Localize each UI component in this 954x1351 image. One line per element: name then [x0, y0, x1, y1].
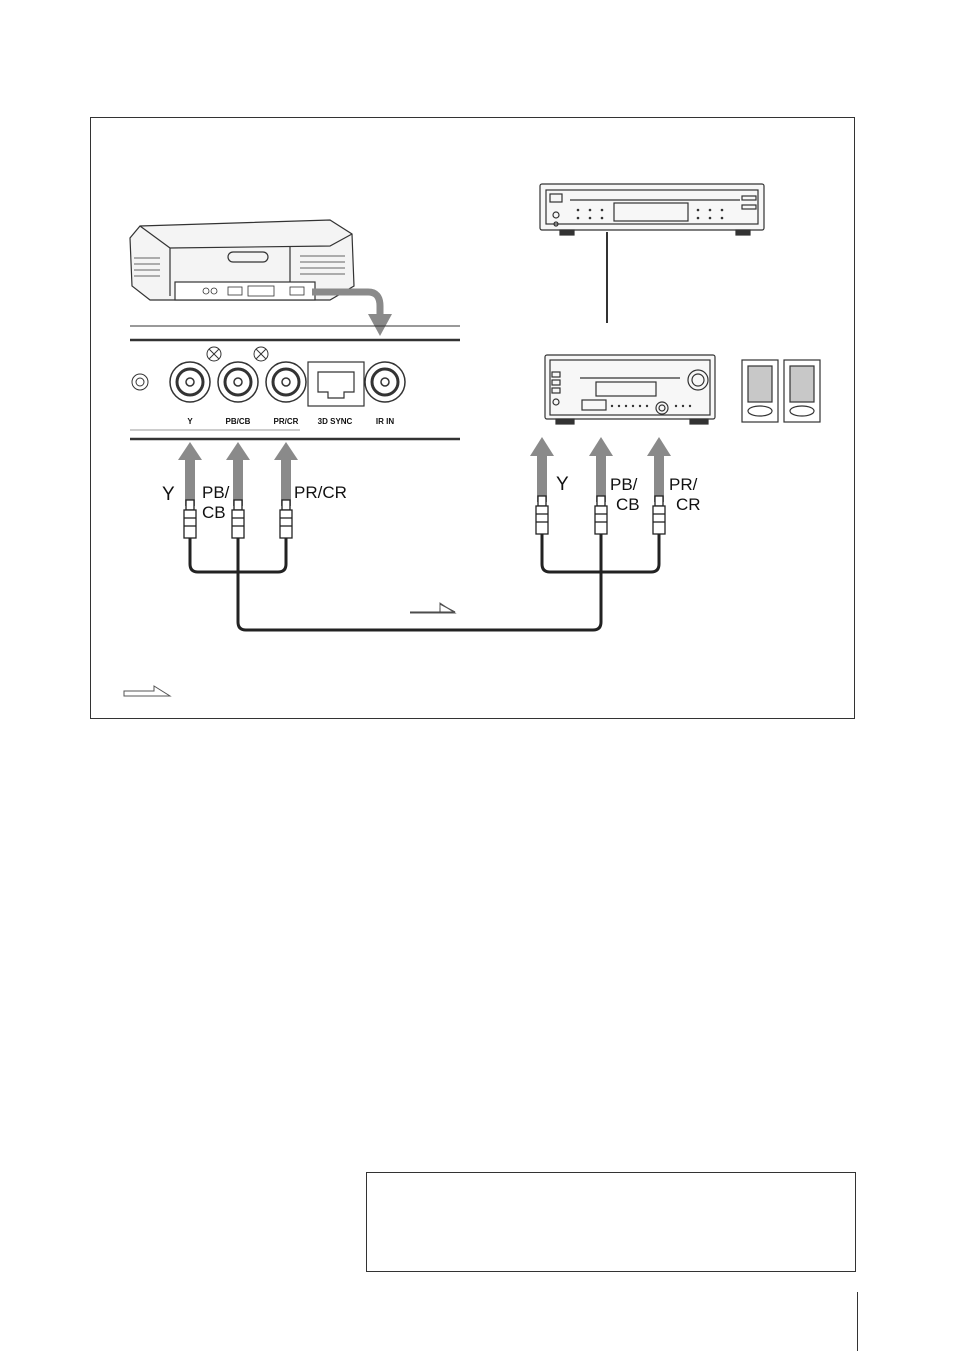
cable-label-right-pr-1: PR/ — [669, 475, 698, 494]
projector-icon — [130, 220, 354, 300]
cable-label-right-pb-1: PB/ — [610, 475, 638, 494]
jack-label-pr: PR/CR — [274, 417, 299, 426]
component-cable — [190, 534, 659, 630]
jack-label-3d-sync: 3D SYNC — [318, 417, 353, 426]
cable-label-right-pb-2: CB — [616, 495, 640, 514]
cable-label-left-pb-1: PB/ — [202, 483, 230, 502]
jack-label-y: Y — [187, 417, 193, 426]
jack-y-icon — [170, 362, 210, 402]
player-icon — [540, 184, 764, 235]
signal-arrows-left — [178, 442, 298, 506]
jack-ir-in-icon — [365, 362, 405, 402]
jack-3d-sync-icon — [308, 362, 364, 406]
cable-label-right-pr-2: CR — [676, 495, 701, 514]
cable-label-right-y: Y — [556, 474, 569, 495]
signal-arrows-right — [530, 437, 671, 502]
page-edge-line — [857, 1292, 858, 1351]
cable-label-left-pr: PR/CR — [294, 483, 347, 502]
jack-pb-icon — [218, 362, 258, 402]
jack-pr-icon — [266, 362, 306, 402]
cable-label-left-y: Y — [162, 484, 175, 505]
note-box — [366, 1172, 856, 1272]
jack-label-ir-in: IR IN — [376, 417, 394, 426]
signal-flow-legend-icon — [124, 686, 170, 696]
av-receiver-icon — [545, 355, 715, 424]
jack-label-pb: PB/CB — [226, 417, 251, 426]
rca-plugs-right — [536, 496, 665, 534]
rca-plugs-left — [184, 500, 292, 538]
screw-icon — [132, 347, 268, 390]
cable-label-left-pb-2: CB — [202, 503, 226, 522]
speaker-icon — [742, 360, 820, 422]
